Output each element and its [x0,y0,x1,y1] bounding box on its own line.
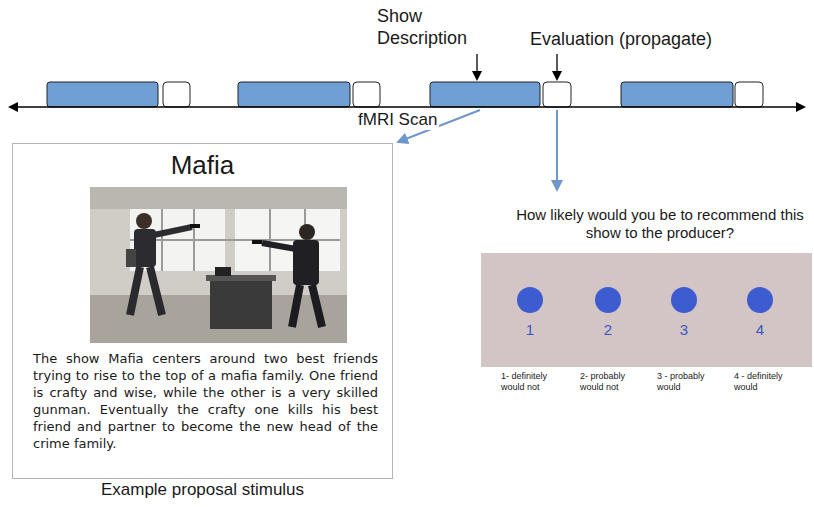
show-title: Mafia [13,150,392,181]
scan-blocks [47,82,763,107]
scale-label: 1- definitely would not [501,371,565,393]
rating-question: How likely would you be to recommend thi… [508,206,812,242]
scale-label: 2- probably would not [580,371,644,393]
scale-number: 1 [515,321,545,339]
stimulus-panel: MafiaThe show Mafia centers around two b… [12,143,393,479]
scale-number: 4 [745,321,775,339]
time-axis [10,106,804,108]
scene-photo [90,187,347,343]
leader-arrow [556,54,557,79]
scale-label: 4 - definitely would [734,371,798,393]
leader-arrow [476,54,477,79]
phase-label: Show Description [377,6,489,49]
rating-dots [481,253,812,367]
pointer-arrow [556,110,558,190]
figure-caption: Example proposal stimulus [12,480,393,500]
scale-number: 2 [593,321,623,339]
show-description: The show Mafia centers around two best f… [33,350,378,452]
scale-number: 3 [669,321,699,339]
phase-label: Evaluation (propagate) [530,29,712,51]
scale-label: 3 - probably would [657,371,721,393]
rating-scale-panel: 1 2 3 4 [481,253,812,367]
axis-label: fMRI Scan [356,110,439,130]
